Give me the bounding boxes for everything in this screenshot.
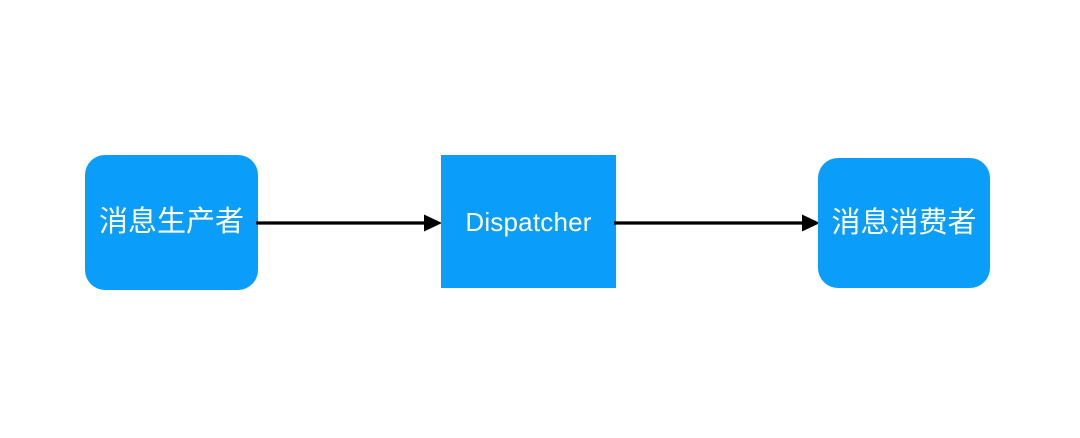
node-producer[interactable]: 消息生产者 (85, 155, 258, 290)
arrow-right-icon (256, 214, 442, 232)
node-consumer-label: 消息消费者 (831, 206, 977, 239)
connector-dispatcher-to-consumer (614, 205, 822, 241)
connector-producer-to-dispatcher (256, 205, 444, 241)
node-dispatcher[interactable]: Dispatcher (441, 155, 616, 288)
node-consumer[interactable]: 消息消费者 (818, 158, 990, 288)
arrow-right-icon (614, 214, 820, 232)
node-producer-label: 消息生产者 (98, 206, 244, 238)
node-dispatcher-label: Dispatcher (465, 206, 592, 237)
